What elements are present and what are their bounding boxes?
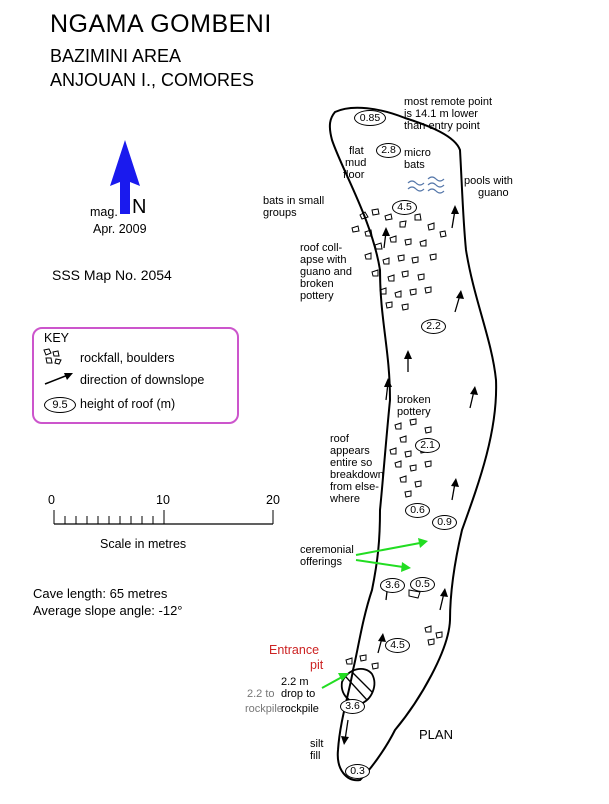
roof-height: 0.6 (405, 503, 430, 518)
scale-tick-20: 20 (266, 493, 280, 507)
label-roof-entire-4: breakdown (330, 469, 384, 481)
slope-angle: Average slope angle: -12° (33, 603, 183, 618)
label-flat-2: mud (345, 157, 367, 169)
cave-length: Cave length: 65 metres (33, 586, 168, 601)
map-subtitle-area: BAZIMINI AREA (50, 46, 182, 66)
label-roof-collapse-5: pottery (300, 290, 334, 302)
map-number: SSS Map No. 2054 (52, 267, 172, 283)
label-plan: PLAN (419, 727, 453, 742)
scale-tick-10: 10 (156, 493, 170, 507)
key-rockfall-label: rockfall, boulders (80, 351, 175, 365)
roof-height: 4.5 (392, 200, 417, 215)
key-downslope-label: direction of downslope (80, 373, 205, 387)
roof-height: 3.6 (340, 699, 365, 714)
label-roof-collapse-4: broken (300, 278, 334, 290)
label-drop-3: rockpile (281, 703, 319, 715)
label-flat-3: floor (343, 169, 365, 181)
label-broken-2: pottery (397, 406, 431, 418)
label-silt-2: fill (310, 750, 321, 762)
label-roof-collapse-1: roof coll- (300, 242, 343, 254)
label-entrance-1: Entrance (269, 643, 320, 657)
roof-height: 0.3 (345, 764, 370, 779)
label-drop-left-2: rockpile (245, 703, 283, 715)
roof-height: 0.85 (354, 110, 386, 126)
label-roof-collapse-3: guano and (300, 266, 352, 278)
scale-tick-0: 0 (48, 493, 55, 507)
north-date: Apr. 2009 (93, 222, 147, 236)
label-silt-1: silt (310, 738, 324, 750)
label-pools-1: pools with (464, 175, 513, 187)
label-roof-entire-5: from else- (330, 481, 379, 493)
label-roof-entire-2: appears (330, 445, 370, 457)
label-pools-2: guano (478, 187, 509, 199)
scale-label: Scale in metres (100, 537, 187, 551)
key-box (32, 327, 239, 424)
label-drop-left-1: 2.2 to (247, 688, 275, 700)
label-bats-1: bats in small (263, 195, 325, 207)
north-n-label: N (132, 196, 147, 218)
scale-bar (53, 510, 274, 525)
label-remote-2: is 14.1 m lower (404, 108, 478, 120)
label-drop-1: 2.2 m (281, 676, 309, 688)
label-bats-2: groups (263, 207, 297, 219)
label-ceremonial-2: offerings (300, 556, 342, 568)
roof-height: 0.9 (432, 515, 457, 530)
key-roof-sample: 9.5 (44, 397, 76, 413)
label-micro-2: bats (404, 159, 425, 171)
key-roof-label: height of roof (m) (80, 397, 176, 411)
rockfall-icon (43, 348, 62, 365)
label-roof-entire-6: where (330, 493, 360, 505)
label-broken-1: broken (397, 394, 431, 406)
label-roof-entire-1: roof (330, 433, 349, 445)
north-arrow-icon (110, 140, 140, 214)
label-drop-2: drop to (281, 688, 316, 700)
map-subtitle-island: ANJOUAN I., COMORES (50, 70, 255, 90)
label-remote-3: than entry point (404, 120, 480, 132)
roof-height: 0.5 (410, 577, 435, 592)
label-roof-collapse-2: apse with (300, 254, 347, 266)
label-remote-1: most remote point (404, 96, 493, 108)
roof-height: 2.1 (415, 438, 440, 453)
roof-height: 4.5 (385, 638, 410, 653)
label-entrance-2: pit (310, 658, 324, 672)
roof-height: 3.6 (380, 578, 405, 593)
label-roof-entire-3: entire so (330, 457, 373, 469)
map-title: NGAMA GOMBENI (50, 10, 272, 38)
label-ceremonial-1: ceremonial (300, 544, 354, 556)
downslope-arrow-icon (44, 373, 73, 385)
label-flat-1: flat (349, 145, 364, 157)
label-micro-1: micro (404, 147, 431, 159)
key-heading: KEY (44, 331, 70, 345)
north-mag-label: mag. (90, 205, 118, 219)
roof-height: 2.8 (376, 143, 401, 158)
roof-height: 2.2 (421, 319, 446, 334)
